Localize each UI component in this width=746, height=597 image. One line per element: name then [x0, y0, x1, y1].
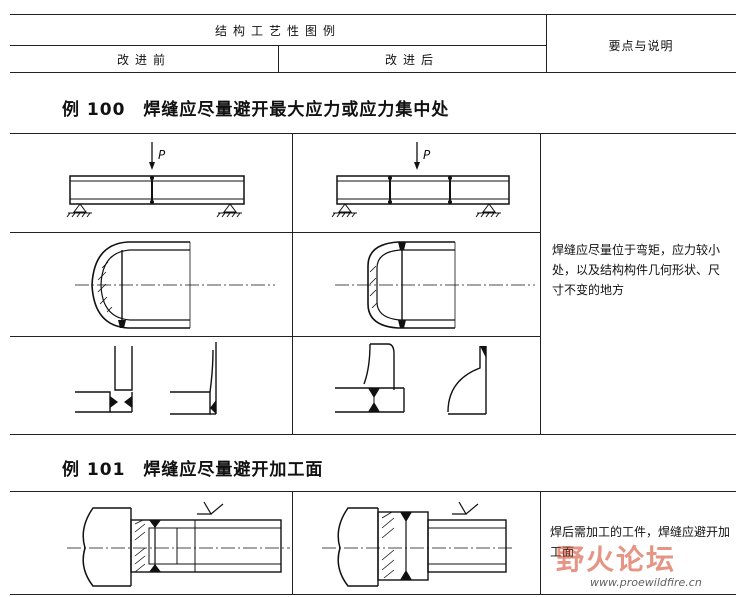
section-101-title: 例 101 焊缝应尽量避开加工面 — [62, 460, 324, 480]
beam-after-drawing — [331, 142, 510, 218]
header-group-title: 结构工艺性图例 — [214, 24, 341, 38]
corner-joint-after-drawing — [335, 343, 487, 415]
header-notes: 要点与说明 — [608, 39, 674, 53]
section-100-title: 例 100 焊缝应尽量避开最大应力或应力集中处 — [62, 100, 450, 120]
watermark-url: www.proewildfire.cn — [590, 576, 702, 589]
vessel-head-before-drawing — [75, 241, 275, 329]
load-label-after: P — [423, 148, 431, 162]
section-101-notes: 焊后需加工的工件，焊缝应避开加工面 — [550, 525, 731, 559]
corner-joint-before-drawing — [75, 342, 217, 415]
shaft-sleeve-after-drawing — [322, 501, 515, 587]
section-100-notes: 焊缝应尽量位于弯矩，应力较小处，以及结构构件几何形状、尺寸不变的地方 — [552, 243, 721, 297]
shaft-sleeve-before-drawing — [67, 501, 290, 587]
watermark-logo-text: 野火论坛 — [556, 543, 677, 576]
header-before: 改进前 — [116, 53, 171, 67]
beam-before-drawing — [66, 142, 245, 218]
load-label-before: P — [158, 148, 166, 162]
watermark-logo: 野火论坛 — [556, 538, 676, 578]
header-after: 改进后 — [384, 53, 439, 67]
vessel-head-after-drawing — [335, 241, 535, 329]
